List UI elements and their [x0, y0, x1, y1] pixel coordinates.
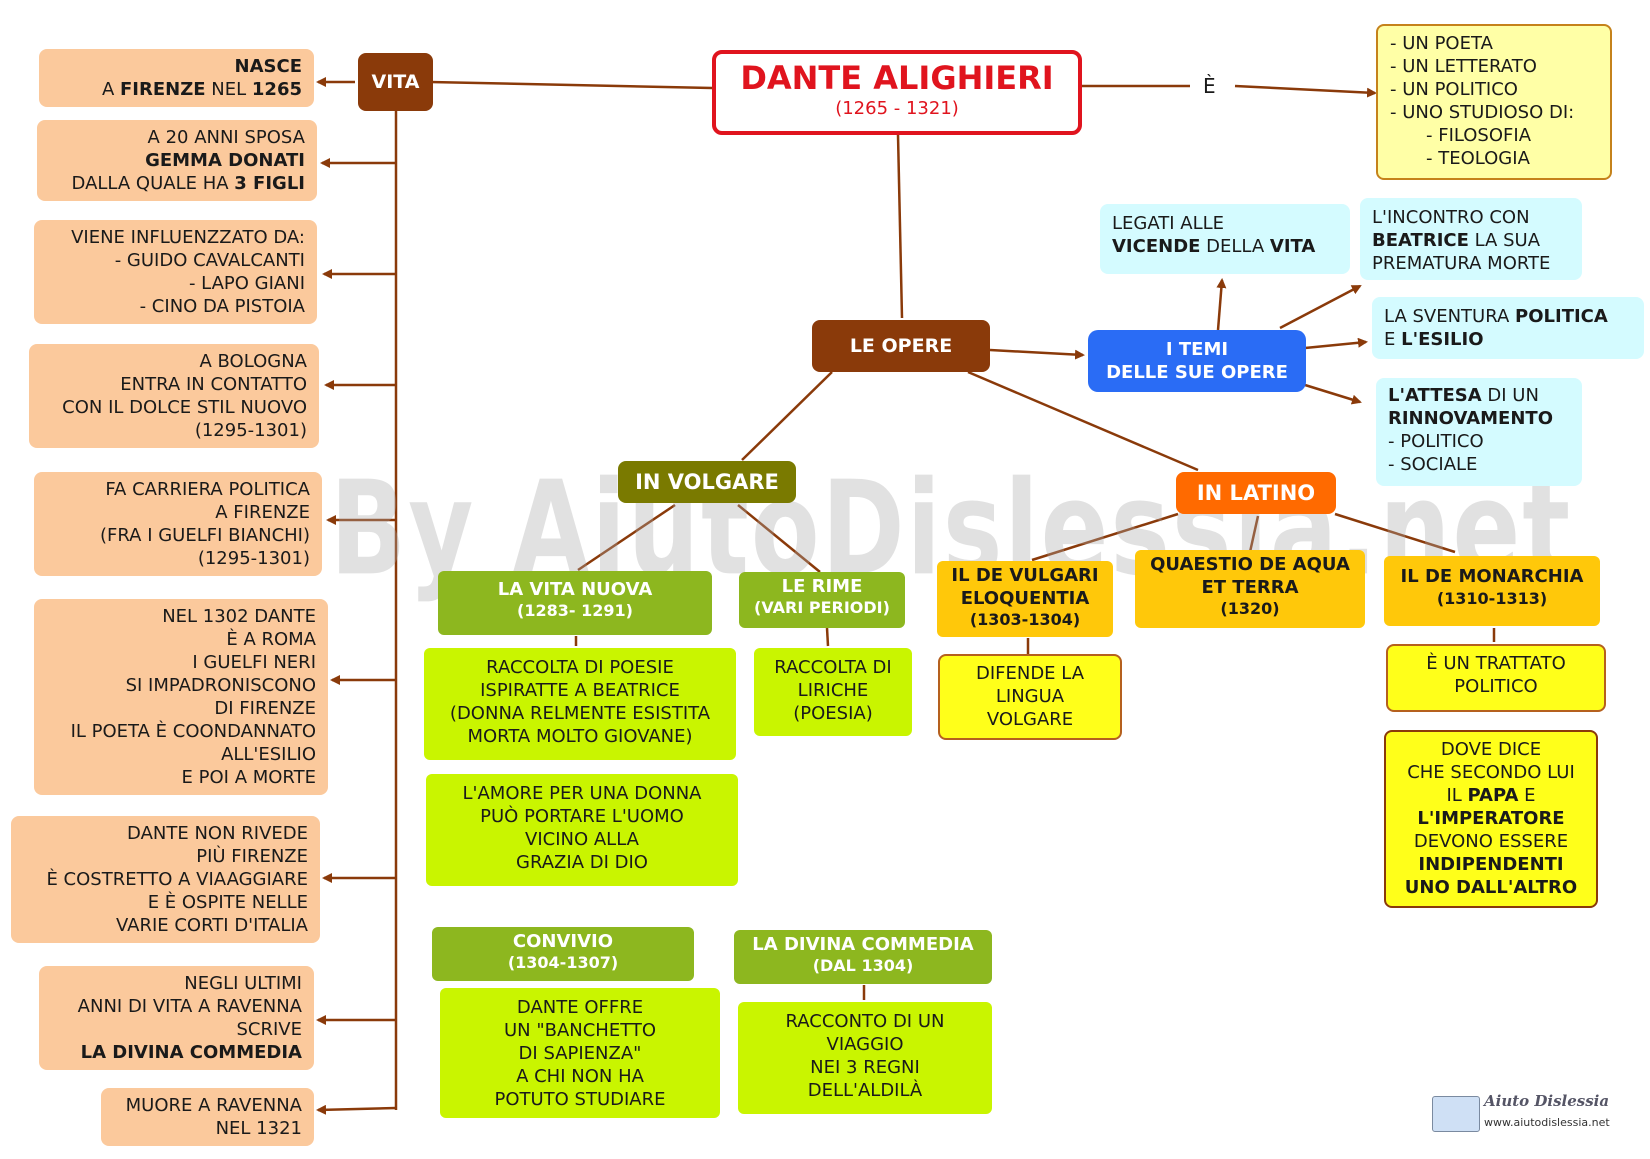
- vita-muore: MUORE A RAVENNA NEL 1321: [101, 1088, 314, 1147]
- temi-node: I TEMI DELLE SUE OPERE: [1088, 330, 1306, 392]
- convivio-title: CONVIVIO (1304-1307): [432, 927, 694, 981]
- opere-node: LE OPERE: [812, 320, 990, 372]
- tema-beatrice: L'INCONTRO CON BEATRICE LA SUA PREMATURA…: [1360, 198, 1582, 280]
- monarchia-desc2: DOVE DICE CHE SECONDO LUI IL PAPA E L'IM…: [1384, 730, 1598, 908]
- vita-politica: FA CARRIERA POLITICA A FIRENZE (FRA I GU…: [34, 472, 322, 577]
- vita-nuova-title: LA VITA NUOVA (1283- 1291): [438, 571, 712, 635]
- central-title-node: DANTE ALIGHIERI (1265 - 1321): [712, 50, 1082, 135]
- is-label: È: [1203, 74, 1216, 98]
- vita-nuova-desc: RACCOLTA DI POESIE ISPIRATTE A BEATRICE …: [424, 648, 736, 760]
- vita-influenze: VIENE INFLUENZZATO DA: - GUIDO CAVALCANT…: [34, 220, 317, 325]
- vita-nasce: NASCE A FIRENZE NEL 1265: [39, 49, 314, 108]
- tema-vicende: LEGATI ALLE VICENDE DELLA VITA: [1100, 204, 1350, 274]
- rime-title: LE RIME (VARI PERIODI): [739, 572, 905, 628]
- is-list-box: - UN POETA - UN LETTERATO - UN POLITICO …: [1376, 24, 1612, 180]
- quaestio-title: QUAESTIO DE AQUA ET TERRA (1320): [1135, 550, 1365, 628]
- tema-attesa: L'ATTESA DI UN RINNOVAMENTO - POLITICO -…: [1376, 378, 1582, 486]
- is-item: - UN POLITICO: [1390, 79, 1518, 101]
- title-dates: (1265 - 1321): [835, 97, 959, 119]
- vulgari-desc: DIFENDE LA LINGUA VOLGARE: [938, 654, 1122, 740]
- logo-url: www.aiutodislessia.net: [1484, 1116, 1610, 1129]
- volgare-node: IN VOLGARE: [618, 461, 796, 503]
- rime-desc: RACCOLTA DI LIRICHE (POESIA): [754, 648, 912, 736]
- vita-bologna: A BOLOGNA ENTRA IN CONTATTO CON IL DOLCE…: [29, 344, 319, 449]
- vita-sposa: A 20 ANNI SPOSA GEMMA DONATI DALLA QUALE…: [37, 120, 317, 202]
- book-icon: [1432, 1096, 1480, 1132]
- vita-node: VITA: [358, 53, 433, 111]
- is-item: - FILOSOFIA: [1426, 125, 1532, 147]
- commedia-title: LA DIVINA COMMEDIA (DAL 1304): [734, 930, 992, 984]
- is-item: - UNO STUDIOSO DI:: [1390, 102, 1575, 124]
- vita-nuova-desc2: L'AMORE PER UNA DONNA PUÒ PORTARE L'UOMO…: [426, 774, 738, 886]
- vita-roma: NEL 1302 DANTE È A ROMA I GUELFI NERI SI…: [34, 599, 328, 796]
- vulgari-title: IL DE VULGARI ELOQUENTIA (1303-1304): [937, 561, 1113, 637]
- convivio-desc: DANTE OFFRE UN "BANCHETTO DI SAPIENZA" A…: [440, 988, 720, 1118]
- latino-node: IN LATINO: [1176, 472, 1336, 514]
- is-item: - UN LETTERATO: [1390, 56, 1537, 78]
- monarchia-desc: È UN TRATTATO POLITICO: [1386, 644, 1606, 712]
- is-item: - UN POETA: [1390, 33, 1493, 54]
- tema-sventura: LA SVENTURA POLITICA E L'ESILIO: [1372, 297, 1644, 359]
- logo-name: Aiuto Dislessia: [1484, 1092, 1610, 1110]
- monarchia-title: IL DE MONARCHIA (1310-1313): [1384, 556, 1600, 626]
- is-item: - TEOLOGIA: [1426, 148, 1530, 170]
- title-name: DANTE ALIGHIERI: [740, 59, 1054, 97]
- commedia-desc: RACCONTO DI UN VIAGGIO NEI 3 REGNI DELL'…: [738, 1002, 992, 1114]
- logo: Aiuto Dislessia www.aiutodislessia.net: [1432, 1092, 1612, 1136]
- vita-ravenna: NEGLI ULTIMI ANNI DI VITA A RAVENNA SCRI…: [39, 966, 314, 1071]
- vita-esilio: DANTE NON RIVEDE PIÙ FIRENZE È COSTRETTO…: [11, 816, 320, 944]
